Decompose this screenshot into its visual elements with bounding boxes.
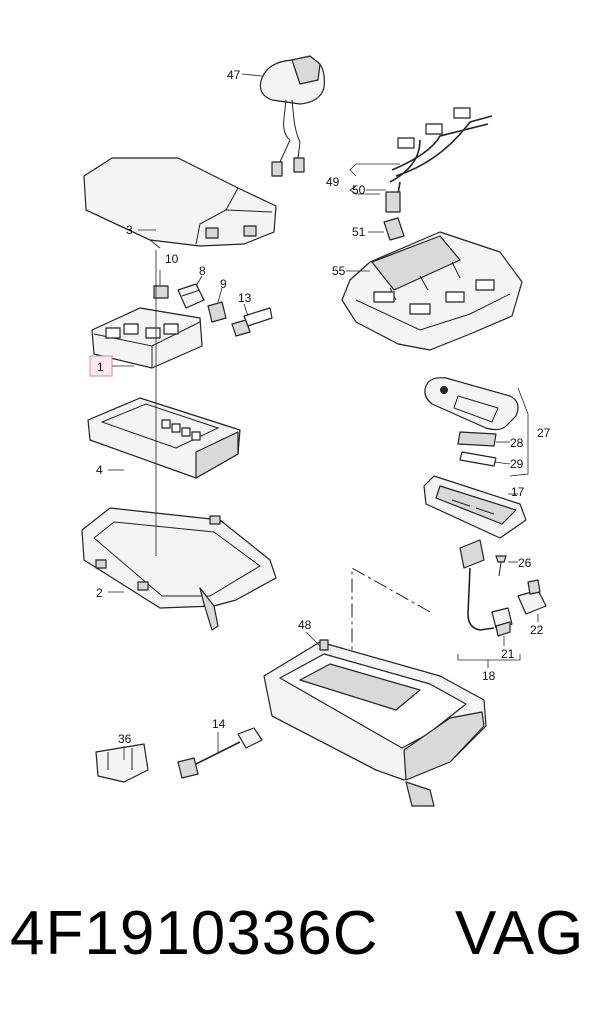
callout-48: 48 xyxy=(298,618,312,632)
antenna-cable-14 xyxy=(177,727,263,779)
callout-50: 50 xyxy=(352,183,366,197)
callout-18: 18 xyxy=(482,669,496,683)
callout-47: 47 xyxy=(227,68,241,82)
exploded-parts-diagram: 47 3 49 50 51 55 xyxy=(81,55,551,807)
connector-51 xyxy=(383,217,405,241)
callout-26: 26 xyxy=(518,556,532,570)
callout-55: 55 xyxy=(332,264,346,278)
connector-21 xyxy=(491,607,513,637)
screw-26 xyxy=(495,555,507,577)
brand-label: VAG xyxy=(455,899,585,968)
connector-9 xyxy=(207,301,227,323)
wiring-harness-49 xyxy=(385,107,493,213)
callout-8: 8 xyxy=(199,264,206,278)
callout-49: 49 xyxy=(326,175,340,189)
callout-1: 1 xyxy=(97,360,104,374)
control-unit-1 xyxy=(91,307,203,369)
connector-10 xyxy=(153,285,169,299)
housing-cover-3 xyxy=(83,157,277,249)
pad-29 xyxy=(459,451,497,467)
tray-4 xyxy=(87,397,241,479)
callout-21: 21 xyxy=(501,647,515,661)
callout-27: 27 xyxy=(537,426,551,440)
base-plate-2 xyxy=(81,507,277,631)
callout-29: 29 xyxy=(510,457,524,471)
callout-13: 13 xyxy=(238,291,252,305)
handset-27 xyxy=(424,377,519,431)
cradle-17 xyxy=(423,475,527,539)
holder-clip-36 xyxy=(95,743,149,783)
part-number: 4F1910336C xyxy=(10,899,379,968)
callout-14: 14 xyxy=(212,717,226,731)
callout-17: 17 xyxy=(511,485,525,499)
callout-22: 22 xyxy=(530,623,544,637)
callout-3: 3 xyxy=(126,223,133,237)
callout-51: 51 xyxy=(352,225,366,239)
cover-28 xyxy=(457,431,497,447)
callout-10: 10 xyxy=(165,252,179,266)
callout-4: 4 xyxy=(96,463,103,477)
callout-28: 28 xyxy=(510,436,524,450)
armrest-48 xyxy=(263,639,487,807)
callout-36: 36 xyxy=(118,732,132,746)
connector-22 xyxy=(517,579,547,615)
control-module-55 xyxy=(341,231,523,351)
card-13 xyxy=(231,307,273,337)
bracket-8 xyxy=(177,283,205,309)
callout-9: 9 xyxy=(220,277,227,291)
callout-2: 2 xyxy=(96,586,103,600)
cable-18 xyxy=(459,539,495,631)
antenna-47 xyxy=(259,55,325,177)
